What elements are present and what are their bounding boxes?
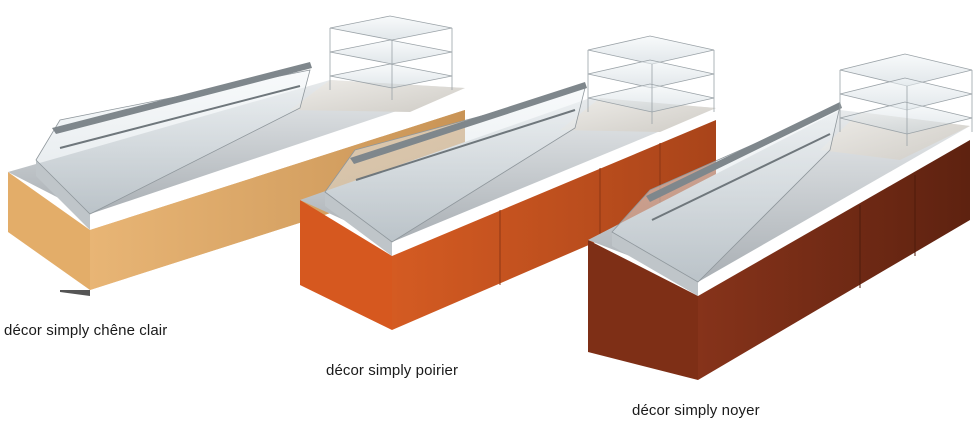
caption-chene-clair: décor simply chêne clair [4, 322, 168, 339]
counter-noyer [588, 53, 973, 380]
shelf-tower-2 [587, 35, 715, 124]
shelf-tower-3 [839, 53, 973, 146]
caption-noyer: décor simply noyer [632, 402, 760, 419]
counter-poirier [300, 35, 716, 330]
caption-poirier: décor simply poirier [326, 362, 459, 379]
counter-chene-clair [8, 15, 465, 296]
shelf-tower-1 [329, 15, 453, 100]
